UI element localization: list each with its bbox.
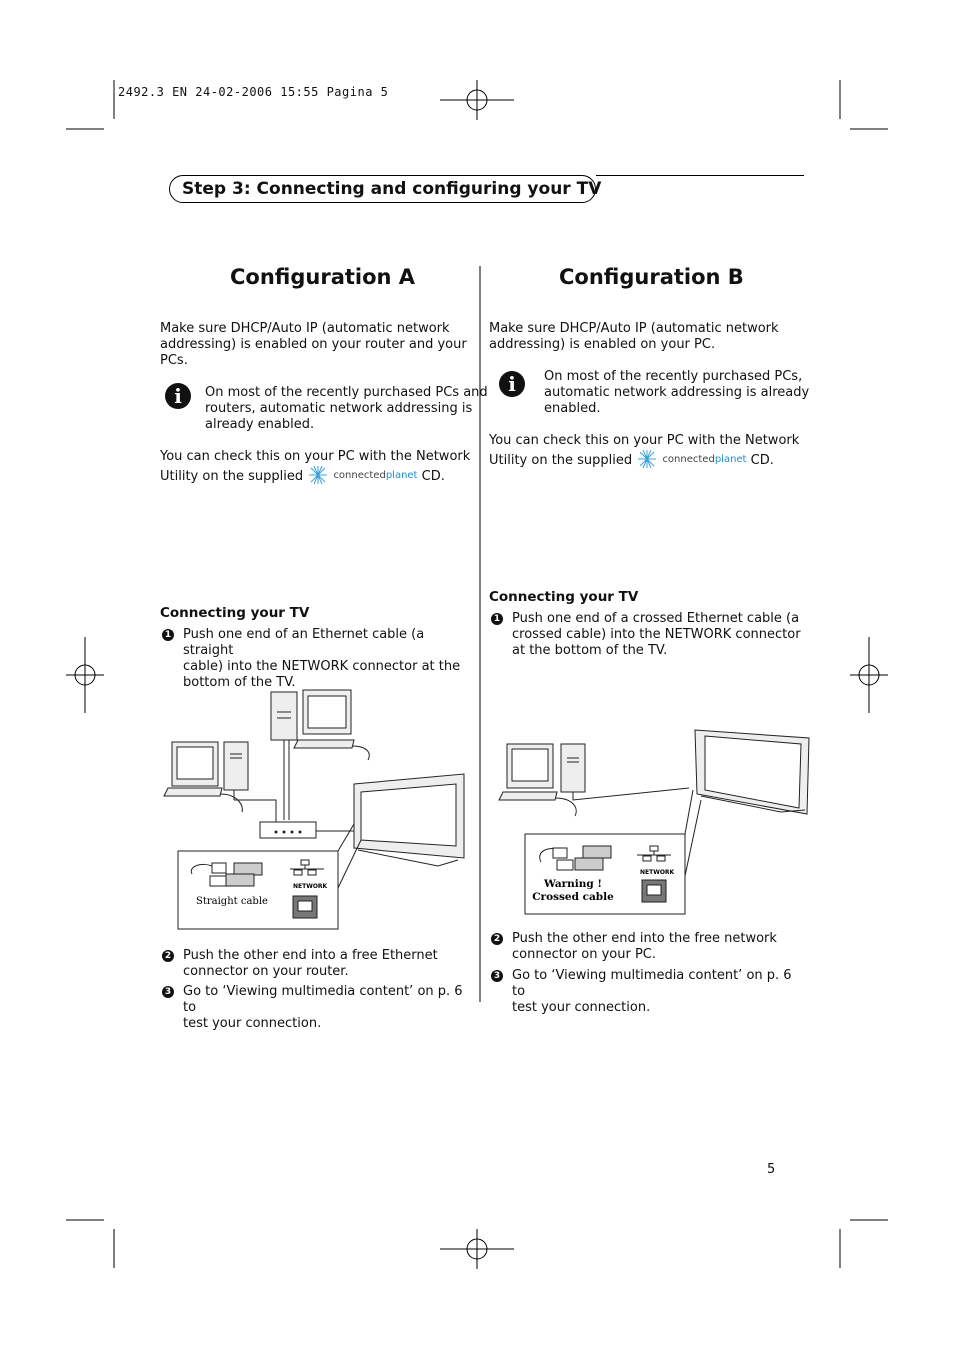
config-a-diagram: NETWORK Straight cable bbox=[163, 689, 465, 930]
router bbox=[259, 821, 317, 839]
config-b-intro: Make sure DHCP/Auto IP (automatic networ… bbox=[489, 321, 779, 352]
rj45-plug-icon bbox=[233, 862, 263, 876]
brand-wordmark: connectedplanet bbox=[333, 470, 418, 481]
config-a-step-2: 2 Push the other end into a free Etherne… bbox=[162, 948, 472, 980]
config-a-intro: Make sure DHCP/Auto IP (automatic networ… bbox=[160, 321, 467, 368]
step-header-box bbox=[169, 175, 596, 203]
keyboard-top bbox=[293, 739, 355, 749]
print-header: 2492.3 EN 24-02-2006 15:55 Pagina 5 bbox=[118, 85, 389, 99]
crossed-cable-label: Crossed cable bbox=[532, 891, 614, 903]
config-b-step-3: 3 Go to ‘Viewing multimedia content’ on … bbox=[491, 968, 801, 1016]
rj45-plug-icon bbox=[582, 845, 612, 859]
config-b-step-1: 1 Push one end of a crossed Ethernet cab… bbox=[491, 611, 801, 659]
brand-wordmark: connectedplanet bbox=[662, 454, 747, 465]
connected-planet-logo-icon bbox=[309, 465, 328, 485]
config-a-step-1: 1 Push one end of an Ethernet cable (a s… bbox=[162, 627, 472, 691]
config-b-check: You can check this on your PC with the N… bbox=[489, 433, 800, 469]
warning-label: Warning ! bbox=[543, 878, 602, 890]
pc-tower bbox=[560, 743, 586, 793]
config-b-connect-title: Connecting your TV bbox=[489, 589, 639, 605]
keyboard bbox=[498, 791, 558, 801]
config-b-title: Configuration B bbox=[559, 265, 744, 289]
config-b-step-2: 2 Push the other end into the free netwo… bbox=[491, 931, 801, 963]
step-title: Step 3: Connecting and configuring your … bbox=[182, 179, 602, 199]
config-a-title: Configuration A bbox=[230, 265, 416, 289]
keyboard-left bbox=[163, 787, 223, 797]
connected-planet-logo-icon bbox=[638, 449, 657, 469]
pc-tower-top bbox=[270, 691, 298, 741]
config-a-step-3: 3 Go to ‘Viewing multimedia content’ on … bbox=[162, 984, 472, 1032]
network-label: NETWORK bbox=[640, 869, 675, 876]
info-icon: i bbox=[165, 383, 191, 409]
config-a-connect-title: Connecting your TV bbox=[160, 605, 310, 621]
info-icon: i bbox=[499, 371, 525, 397]
config-a-note: On most of the recently purchased PCs an… bbox=[205, 385, 488, 432]
page-number: 5 bbox=[767, 1162, 776, 1177]
pc-tower-left bbox=[223, 741, 249, 791]
config-a-check: You can check this on your PC with the N… bbox=[160, 449, 471, 485]
network-label: NETWORK bbox=[293, 883, 328, 890]
config-b-note: On most of the recently purchased PCs,au… bbox=[544, 369, 810, 416]
cable-label: Straight cable bbox=[196, 896, 268, 907]
step-header-rule bbox=[596, 175, 804, 176]
config-b-diagram: NETWORK Warning ! Crossed cable bbox=[498, 729, 810, 915]
